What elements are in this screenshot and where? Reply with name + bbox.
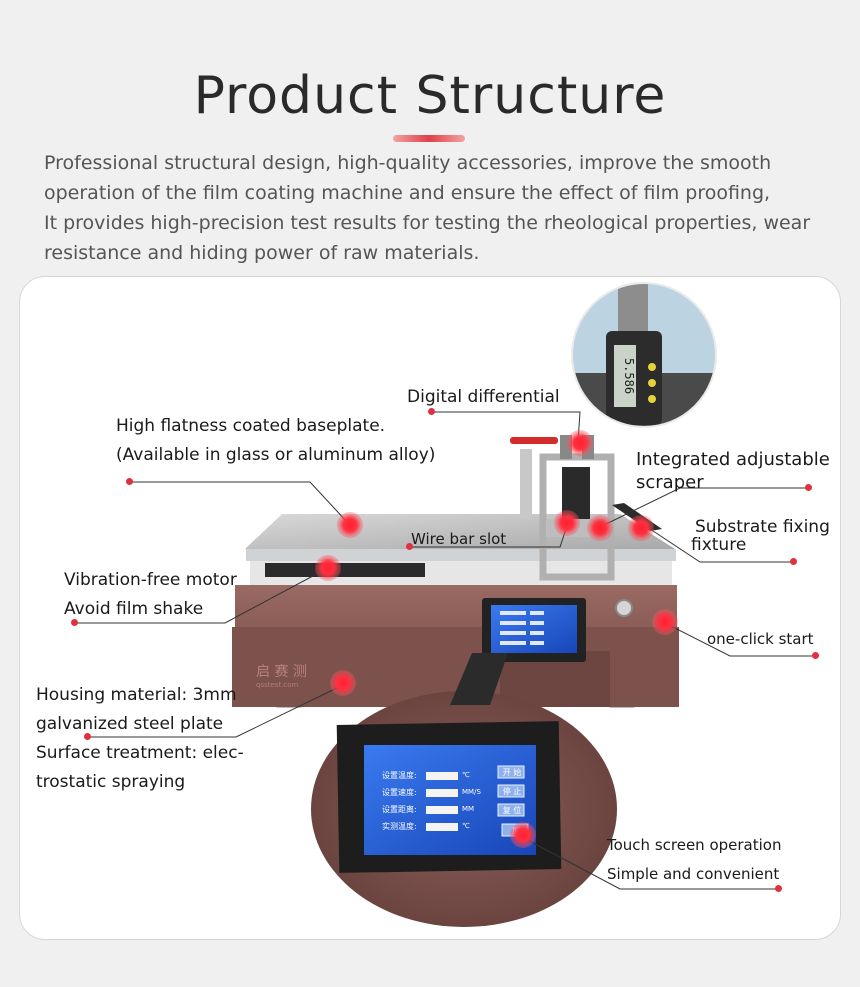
callout-digital-differential: Digital differential — [407, 387, 560, 407]
leader-dot — [406, 543, 413, 550]
screen-reset-button[interactable]: 复 位 — [502, 806, 522, 815]
hotspot-wire-bar-slot[interactable] — [554, 510, 580, 536]
screen-row-unit: MM/S — [462, 788, 481, 796]
callout-scraper: scraper — [636, 472, 704, 493]
screen-row-unit: ℃ — [462, 771, 470, 779]
leader-dot — [84, 733, 91, 740]
leader-dot — [805, 484, 812, 491]
hotspot-fixture[interactable] — [628, 515, 654, 541]
leader-dot — [775, 885, 782, 892]
callout-motor: Avoid film shake — [64, 599, 204, 619]
touchscreen-display — [364, 745, 536, 855]
intro-paragraph: Professional structural design, high-qua… — [44, 148, 834, 268]
screen-row-unit: MM — [462, 805, 475, 813]
red-handle — [510, 437, 558, 444]
control-panel-rows — [500, 611, 544, 645]
leader-dot — [428, 408, 435, 415]
scraper-column — [520, 449, 532, 519]
page-title: Product Structure — [193, 66, 667, 126]
callout-baseplate: (Available in glass or aluminum alloy) — [116, 445, 436, 465]
callout-fixture: Substrate fixing — [695, 517, 830, 537]
start-button[interactable] — [615, 599, 633, 617]
callout-fixture: fixture — [691, 535, 747, 555]
callout-housing: galvanized steel plate — [36, 714, 224, 734]
hotspot-start[interactable] — [652, 609, 678, 635]
hotspot-scraper[interactable] — [587, 515, 613, 541]
intro-line: It provides high-precision test results … — [44, 212, 811, 234]
callout-one-click-start: one-click start — [707, 630, 814, 648]
motor-slot — [265, 563, 425, 577]
brand-url: qsstest.com — [256, 681, 299, 689]
leader-dot — [71, 619, 78, 626]
product-structure-card: 5.586 启 赛 测 qsstest.com 设置温度: 设置速度: 设置距离… — [19, 276, 841, 940]
screen-stop-button[interactable]: 停 止 — [502, 787, 522, 796]
callout-wire-bar-slot: Wire bar slot — [411, 530, 507, 548]
zoom-pointer — [450, 653, 508, 705]
title-underline — [393, 135, 465, 142]
brand-mark: 启 赛 测 — [256, 664, 307, 680]
callout-touchscreen: Simple and convenient — [607, 865, 780, 883]
intro-line: resistance and hiding power of raw mater… — [44, 242, 480, 264]
intro-line: operation of the film coating machine an… — [44, 182, 771, 204]
touchscreen-fields — [426, 772, 458, 831]
scraper-frame — [539, 453, 615, 581]
callout-housing: trostatic spraying — [36, 772, 186, 792]
screen-row-label: 设置速度: — [382, 788, 417, 797]
leader-dot — [126, 478, 133, 485]
hotspot-baseplate[interactable] — [337, 512, 363, 538]
screen-row-unit: ℃ — [462, 822, 470, 830]
hotspot-differential[interactable] — [567, 430, 593, 456]
leader-lines — [75, 411, 815, 890]
callout-motor: Vibration-free motor — [64, 570, 237, 590]
hotspot-housing[interactable] — [330, 670, 356, 696]
callout-scraper: Integrated adjustable — [636, 449, 830, 470]
callout-baseplate: High flatness coated baseplate. — [116, 416, 386, 436]
screen-row-label: 实测温度: — [382, 822, 417, 831]
callout-touchscreen: Touch screen operation — [607, 836, 782, 854]
callout-housing: Surface treatment: elec- — [36, 743, 244, 763]
leader-dot — [812, 652, 819, 659]
screen-row-label: 设置温度: — [382, 771, 417, 780]
callout-housing: Housing material: 3mm — [36, 685, 237, 705]
screen-row-label: 设置距离: — [382, 805, 417, 814]
hotspot-touchscreen[interactable] — [510, 822, 536, 848]
leader-dot — [790, 558, 797, 565]
hotspot-motor[interactable] — [315, 555, 341, 581]
plate-rail — [246, 549, 676, 561]
intro-line: Professional structural design, high-qua… — [44, 152, 772, 174]
screen-start-button[interactable]: 开 始 — [502, 768, 522, 777]
